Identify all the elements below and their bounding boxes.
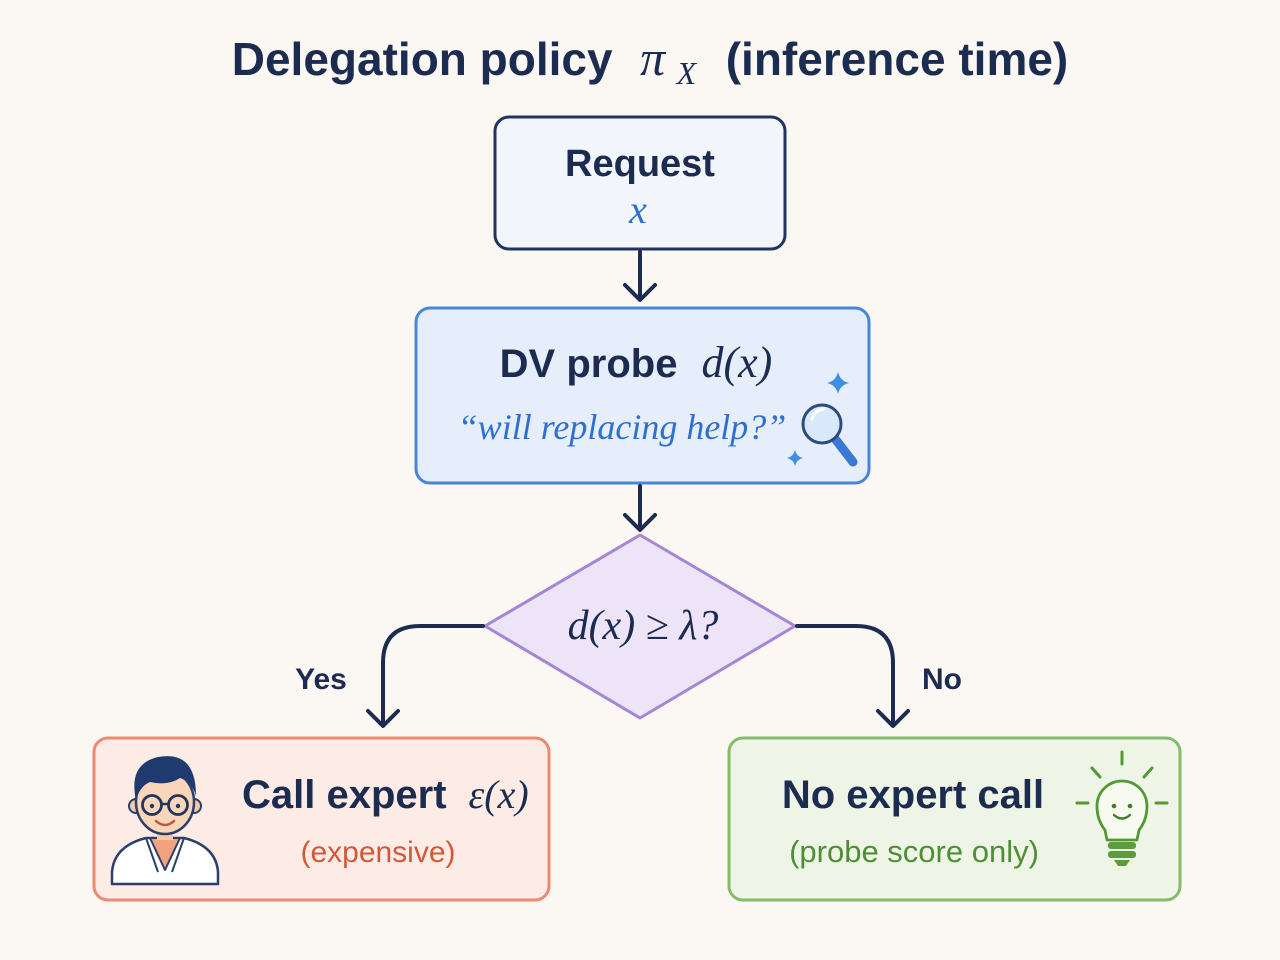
edge-no: No (795, 624, 962, 728)
probe-function: d(x) (701, 338, 772, 387)
edge-yes-label: Yes (295, 663, 347, 696)
magnifier-icon (801, 403, 858, 467)
diagram-title: Delegation policy π X (inference time) (232, 30, 1069, 94)
decision-node: d(x) ≥ λ? (483, 533, 797, 720)
request-node: Request x (493, 115, 787, 251)
no-expert-box (727, 736, 1182, 902)
scientist-avatar-icon (110, 756, 220, 886)
expert-title: Call expert ε(x) (242, 772, 529, 817)
request-box (493, 115, 787, 251)
no-expert-label: No expert call (782, 773, 1044, 817)
expert-note: (expensive) (300, 836, 455, 869)
title-policy-symbol: π (640, 30, 667, 86)
expert-function: ε(x) (469, 772, 529, 817)
no-expert-node: No expert call (probe score only) (727, 736, 1182, 902)
sparkle-icon (827, 372, 849, 394)
edge-no-label: No (922, 663, 962, 696)
decision-condition: d(x) ≥ λ? (568, 603, 719, 649)
edge-yes: Yes (295, 624, 485, 728)
decision-diamond (483, 533, 797, 720)
probe-box (414, 306, 871, 485)
arrow-request-to-probe (623, 250, 657, 302)
probe-label: DV probe (500, 342, 678, 386)
expert-node: Call expert ε(x) (expensive) (92, 736, 551, 902)
title-policy-subscript: X (675, 55, 698, 91)
sparkle-icon (787, 450, 803, 466)
no-expert-note: (probe score only) (789, 834, 1039, 869)
probe-title: DV probe d(x) (500, 338, 773, 387)
request-label: Request (565, 143, 715, 185)
arrow-probe-to-decision (623, 484, 657, 532)
probe-node: DV probe d(x) “will replacing help?” (414, 306, 871, 485)
title-text: Delegation policy (232, 33, 613, 85)
request-variable: x (628, 187, 647, 232)
expert-label: Call expert (242, 773, 447, 817)
title-suffix: (inference time) (726, 33, 1069, 85)
lightbulb-icon (1075, 750, 1169, 866)
probe-question: “will replacing help?” (458, 407, 787, 447)
